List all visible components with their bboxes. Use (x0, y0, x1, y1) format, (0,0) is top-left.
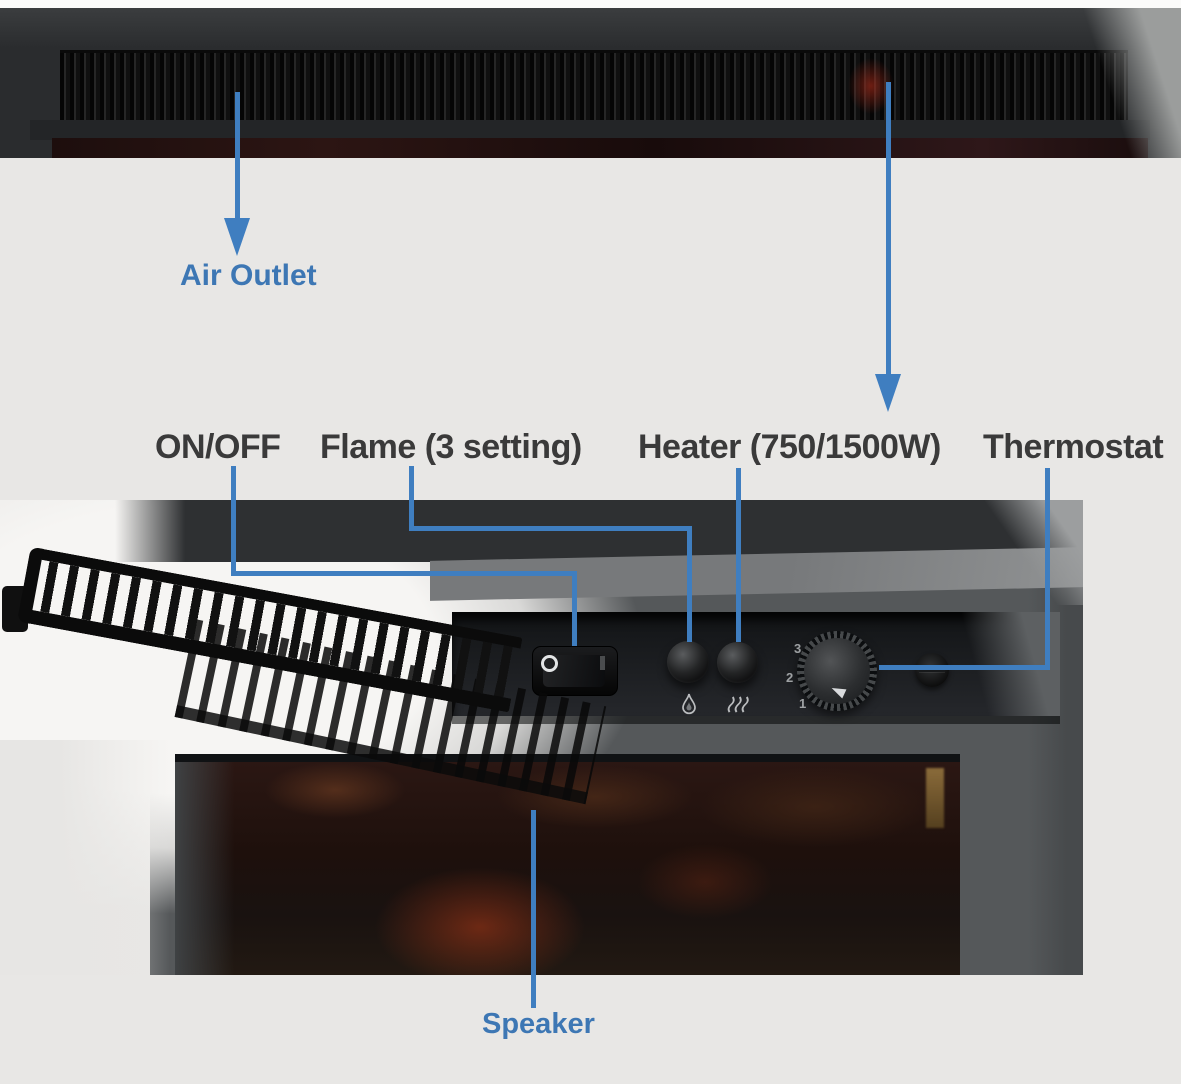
shading-layer (452, 716, 1060, 724)
flame-callout-line (409, 466, 414, 531)
heat-waves-icon (727, 696, 749, 713)
knob-mark-1: 1 (799, 696, 807, 711)
speaker-callout-line (531, 810, 536, 1008)
control-panel-photo: O I 3 2 1 (0, 500, 1083, 975)
air-outlet-grille (60, 50, 1128, 124)
air-outlet-callout-line (235, 92, 240, 220)
heater-callout-arrow-line (886, 82, 891, 376)
inner-corner-bevel (985, 500, 1083, 605)
heater-callout-line (736, 468, 741, 642)
heater-label: Heater (750/1500W) (638, 428, 941, 466)
heater-arrowhead-icon (875, 374, 901, 412)
screw-button (915, 653, 949, 687)
brass-hinge (926, 768, 944, 828)
thermostat-label: Thermostat (983, 428, 1164, 466)
power-rocker-switch: O I (532, 646, 618, 696)
grille-lower-bezel (30, 120, 1150, 140)
flame-callout-line (687, 526, 692, 642)
flame-icon (682, 693, 696, 715)
top-margin (0, 0, 1181, 8)
flame-button (667, 641, 709, 683)
thermostat-callout-line (1045, 468, 1050, 670)
knob-mark-2: 2 (786, 670, 794, 685)
onoff-label: ON/OFF (155, 428, 281, 466)
glass-left-pillar (175, 762, 245, 975)
rocker-off-marking: O (541, 655, 558, 672)
heater-button (717, 642, 758, 683)
onoff-callout-line (572, 571, 577, 646)
onoff-callout-line (231, 466, 236, 576)
rocker-on-marking: I (600, 656, 605, 670)
recess-side-wall (950, 612, 1060, 716)
air-outlet-arrowhead-icon (224, 218, 250, 256)
fireplace-top-photo (0, 8, 1181, 158)
glass-top-strip (52, 138, 1148, 158)
shading-layer (0, 740, 170, 975)
knob-mark-3: 3 (794, 641, 802, 656)
speaker-label: Speaker (482, 1008, 595, 1040)
onoff-callout-line (231, 571, 577, 576)
thermostat-knob (804, 638, 870, 704)
flame-callout-line (409, 526, 692, 531)
top-bezel (0, 8, 1181, 48)
beveled-corner (1071, 8, 1181, 158)
flame-label: Flame (3 setting) (320, 428, 582, 466)
air-outlet-label: Air Outlet (180, 259, 317, 292)
thermostat-callout-line (879, 665, 1050, 670)
